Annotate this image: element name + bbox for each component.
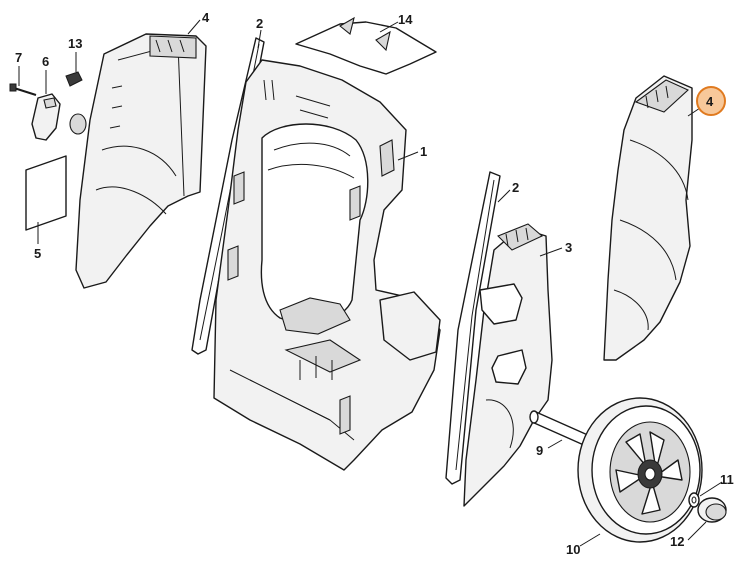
callout-12: 12 — [670, 534, 684, 549]
callout-9: 9 — [536, 443, 543, 458]
part-13-clip — [65, 71, 83, 87]
part-10-wheel — [577, 397, 703, 543]
callout-8: 7 — [15, 50, 22, 65]
callout-6: 5 — [34, 246, 41, 261]
callout-11: 11 — [720, 472, 734, 487]
callout-5: 4 — [202, 10, 210, 25]
part-1-main-housing — [213, 59, 441, 471]
callout-3: 3 — [565, 240, 572, 255]
callout-4: 4 — [706, 94, 714, 109]
callout-2-left: 2 — [256, 16, 263, 31]
part-7-clip — [31, 93, 61, 141]
leader-lines — [18, 19, 723, 547]
part-4-side-cover — [603, 75, 693, 361]
callout-1: 1 — [420, 144, 427, 159]
part-2-strip-right — [445, 171, 501, 485]
part-14-top-plate — [295, 16, 437, 75]
part-11-washer — [688, 492, 700, 508]
part-9-axle — [529, 410, 591, 447]
callout-2-right: 2 — [512, 180, 519, 195]
part-5-side-cover — [69, 33, 207, 289]
part-3-side-cover — [463, 223, 553, 507]
callout-7: 6 — [42, 54, 49, 69]
callout-10: 10 — [566, 542, 580, 557]
part-12-hub-cap — [697, 497, 727, 523]
callouts: 7 6 13 5 4 2 14 1 2 3 4 9 10 11 12 — [15, 10, 734, 557]
part-8-screw — [9, 83, 37, 96]
highlight-circle-4 — [696, 86, 726, 116]
part-6-label — [25, 155, 67, 231]
callout-13: 13 — [68, 36, 82, 51]
callout-14: 14 — [398, 12, 413, 27]
